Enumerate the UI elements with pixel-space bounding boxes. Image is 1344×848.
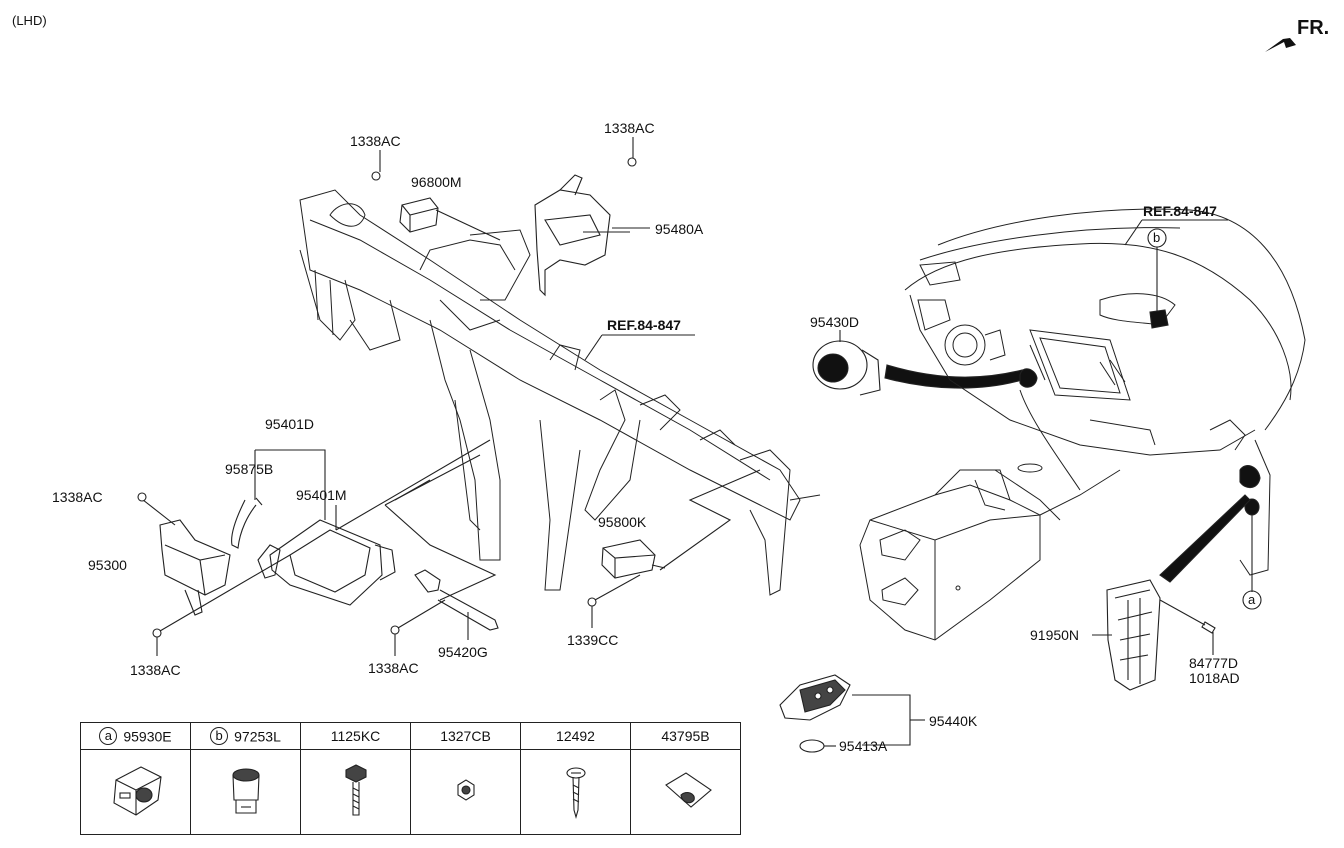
legend-code-1125kc: 1125KC	[330, 728, 381, 744]
screw-icon	[565, 766, 586, 819]
sensor-icon	[231, 767, 260, 814]
switch-icon	[112, 765, 162, 816]
front-arrow-icon	[1265, 38, 1296, 52]
legend-code-97253l: 97253L	[234, 728, 281, 745]
nut-icon	[456, 778, 475, 801]
parts-legend-table: a 95930E b 97253L 1125KC 1327CB 12492 4379…	[80, 722, 741, 835]
ecu-95401m	[257, 505, 396, 606]
dashboard	[859, 208, 1306, 641]
part-label-1338ac-left: 1338AC	[52, 489, 103, 505]
legend-image-cell	[300, 749, 411, 835]
legend-code-12492: 12492	[556, 728, 595, 744]
part-label-84777d: 84777D	[1189, 655, 1239, 671]
legend-code-1327cb: 1327CB	[440, 728, 491, 744]
bolt-icon	[344, 763, 367, 816]
legend-header-12492: 12492	[520, 722, 631, 750]
variant-label: (LHD)	[12, 13, 47, 28]
start-button-95430d	[812, 340, 881, 396]
legend-marker-a: a	[99, 727, 118, 746]
part-label-95300: 95300	[88, 557, 127, 573]
pad-icon	[664, 771, 712, 808]
part-label-1018ad: 1018AD	[1189, 670, 1240, 686]
reference-label-center: REF.84-847	[607, 317, 681, 333]
callout-a-label: a	[1248, 592, 1256, 607]
legend-image-cell	[410, 749, 521, 835]
legend-image-cell	[630, 749, 741, 835]
part-label-1338ac-top-right: 1338AC	[604, 120, 655, 136]
legend-header-43795b: 43795B	[630, 722, 741, 750]
front-label: FR.	[1297, 17, 1330, 39]
part-label-1338ac-bottom-mid: 1338AC	[368, 660, 419, 676]
part-label-95401d: 95401D	[265, 416, 315, 432]
antenna-95420g	[414, 569, 499, 631]
legend-header-a: a 95930E	[80, 722, 191, 750]
cowl-cross-bar	[299, 189, 821, 596]
smart-key-95440k	[779, 674, 851, 721]
module-95300	[159, 519, 231, 616]
legend-code-43795b: 43795B	[661, 728, 710, 744]
part-label-95440k: 95440K	[929, 713, 978, 729]
legend-image-cell	[520, 749, 631, 835]
part-label-95875b: 95875B	[225, 461, 274, 477]
legend-header-b: b 97253L	[190, 722, 301, 750]
legend-marker-b: b	[210, 727, 229, 746]
legend-image-cell	[190, 749, 301, 835]
part-label-1338ac-top-left: 1338AC	[350, 133, 401, 149]
part-label-95800k: 95800K	[598, 514, 647, 530]
legend-image-cell	[80, 749, 191, 835]
part-label-95420g: 95420G	[438, 644, 488, 660]
part-label-96800m: 96800M	[411, 174, 462, 190]
part-label-91950n: 91950N	[1030, 627, 1080, 643]
callout-b-label: b	[1153, 230, 1161, 245]
legend-header-1327cb: 1327CB	[410, 722, 521, 750]
legend-header-1125kc: 1125KC	[300, 722, 411, 750]
part-label-1338ac-bottom-left: 1338AC	[130, 662, 181, 678]
module-96800m	[399, 197, 501, 241]
part-label-95401m: 95401M	[296, 487, 347, 503]
legend-code-95930e: 95930E	[123, 728, 172, 745]
module-95800k	[601, 539, 666, 579]
part-label-95430d: 95430D	[810, 314, 860, 330]
part-label-1339cc: 1339CC	[567, 632, 619, 648]
junction-block-91950n	[1106, 579, 1161, 691]
part-label-95413a: 95413A	[839, 738, 888, 754]
reference-label-right: REF.84-847	[1143, 203, 1217, 219]
part-label-95480a: 95480A	[655, 221, 704, 237]
bracket-95480a	[534, 174, 630, 297]
